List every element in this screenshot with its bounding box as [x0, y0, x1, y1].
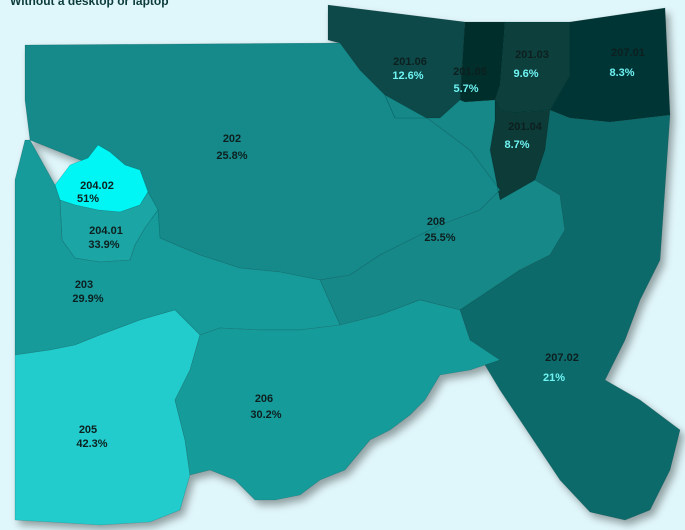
- tract-206[interactable]: [174, 299, 501, 501]
- map-title: Without a desktop or laptop: [10, 0, 169, 8]
- tract-207-02[interactable]: [459, 109, 681, 521]
